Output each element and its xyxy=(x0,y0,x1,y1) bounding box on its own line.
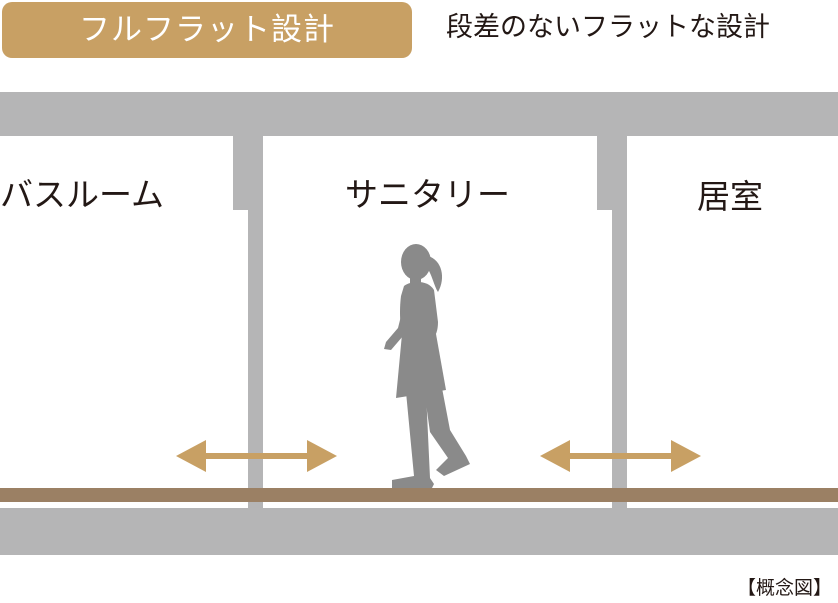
walking-person-icon xyxy=(384,244,470,488)
ceiling-slab xyxy=(0,92,838,136)
room-label-bathroom: バスルーム xyxy=(0,175,165,214)
room-label-living: 居室 xyxy=(697,177,763,216)
double-arrow-right-icon xyxy=(540,440,701,472)
title-badge: フルフラット設計 xyxy=(2,2,412,58)
floor-slab xyxy=(0,508,838,555)
floor-finish xyxy=(0,488,838,502)
double-arrow-left-icon xyxy=(176,440,337,472)
concept-note: 【概念図】 xyxy=(736,577,832,599)
room-label-sanitary: サニタリー xyxy=(345,175,510,214)
partition-wall-left xyxy=(233,136,263,508)
subtitle: 段差のないフラットな設計 xyxy=(446,12,770,43)
partition-wall-right xyxy=(597,136,627,508)
